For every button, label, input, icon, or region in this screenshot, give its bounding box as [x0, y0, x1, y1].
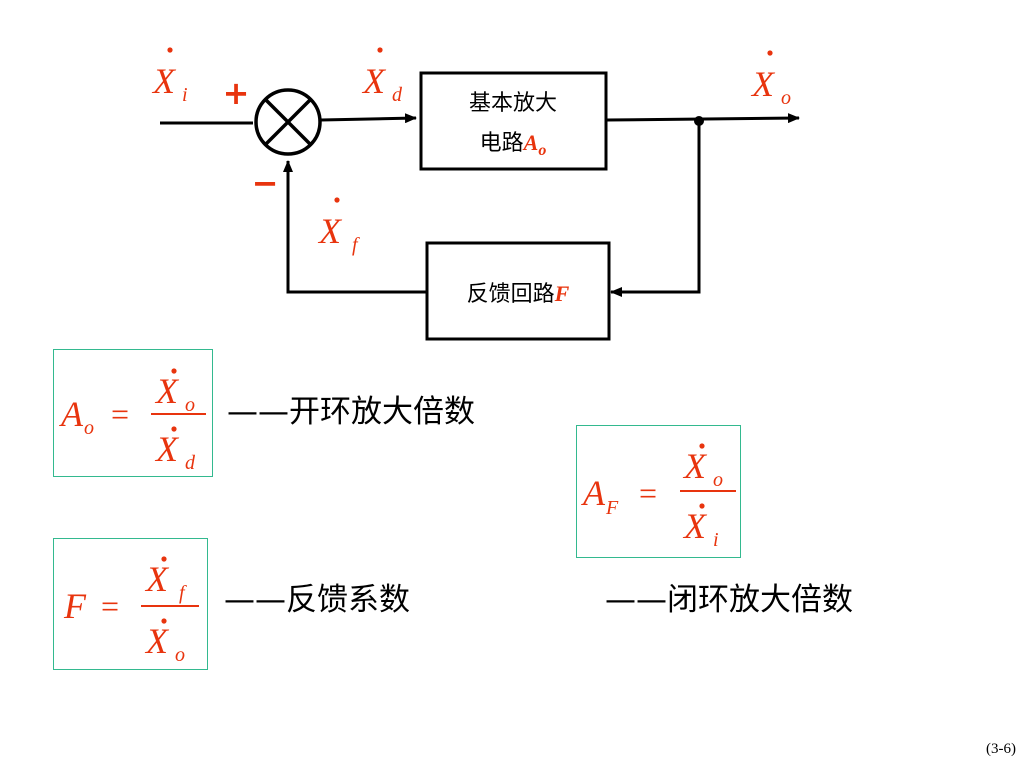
signal-label-input: X i: [151, 47, 188, 106]
svg-text:f: f: [352, 234, 360, 256]
amplifier-block: [419, 71, 608, 171]
svg-text:X: X: [151, 61, 177, 101]
amplifier-label-line2: 电路Ao: [480, 130, 547, 159]
feedback-symbol: F: [554, 281, 570, 306]
amplifier-symbol: A: [522, 130, 539, 155]
open-loop-numerator-sub: o: [185, 394, 195, 416]
open-loop-equals: =: [111, 396, 129, 432]
svg-text:o: o: [781, 87, 791, 109]
feedback-block: [425, 241, 611, 341]
output-to-feedback-line: [610, 121, 701, 297]
error-signal-line: [320, 113, 417, 124]
summing-junction: [254, 88, 322, 156]
closed-loop-numerator-sub: o: [713, 469, 723, 491]
feedback-fraction-bar: [141, 605, 199, 607]
signal-label-feedback: X f: [317, 197, 360, 256]
closed-loop-formula: A F = X o X i: [581, 443, 736, 551]
svg-text:X: X: [317, 211, 343, 251]
open-loop-numerator: X: [154, 371, 180, 411]
open-loop-formula-box: A o = X o X d: [53, 349, 213, 477]
feedback-return-line: [283, 160, 427, 294]
open-loop-fraction-bar: [151, 413, 206, 415]
feedback-formula-box: F = X f X o: [53, 538, 208, 670]
closed-loop-lhs-sub: F: [605, 497, 619, 519]
closed-loop-description: ——闭环放大倍数: [605, 582, 853, 618]
closed-loop-lhs: A: [581, 473, 606, 513]
feedback-numerator: X: [144, 559, 170, 599]
open-loop-denominator: X: [154, 429, 180, 469]
minus-sign: −: [252, 164, 279, 202]
svg-text:i: i: [182, 84, 188, 106]
amplifier-symbol-sub: o: [538, 142, 546, 159]
feedback-formula: F = X f X o: [63, 556, 199, 666]
signal-label-output: X o: [750, 50, 791, 109]
feedback-denominator-sub: o: [175, 644, 185, 666]
feedback-lhs: F: [63, 586, 87, 626]
open-loop-lhs: A: [59, 394, 84, 434]
page-number: (3-6): [986, 741, 1016, 757]
feedback-numerator-sub: f: [179, 582, 187, 604]
closed-loop-denominator-sub: i: [713, 529, 719, 551]
feedback-description: ——反馈系数: [224, 582, 410, 618]
svg-text:X: X: [750, 64, 776, 104]
svg-text:d: d: [392, 84, 403, 106]
open-loop-lhs-sub: o: [84, 417, 94, 439]
open-loop-formula: A o = X o X d: [59, 368, 206, 474]
open-loop-denominator-sub: d: [185, 452, 196, 474]
feedback-block-label: 反馈回路F: [467, 281, 570, 307]
closed-loop-formula-box: A F = X o X i: [576, 425, 741, 558]
closed-loop-denominator: X: [682, 506, 708, 546]
plus-sign: +: [223, 74, 250, 112]
open-loop-description: ——开环放大倍数: [227, 394, 475, 430]
closed-loop-numerator: X: [682, 446, 708, 486]
closed-loop-equals: =: [639, 475, 657, 511]
signal-label-difference: X d: [361, 47, 403, 106]
svg-text:X: X: [361, 61, 387, 101]
amplifier-label-line1: 基本放大: [469, 91, 557, 116]
feedback-equals: =: [101, 588, 119, 624]
closed-loop-fraction-bar: [680, 490, 736, 492]
feedback-denominator: X: [144, 621, 170, 661]
